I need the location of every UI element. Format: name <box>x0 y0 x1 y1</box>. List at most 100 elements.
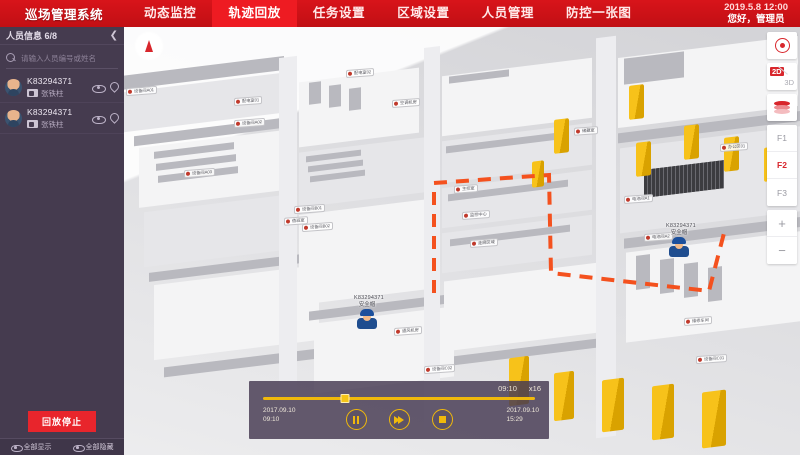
room-label-text: 储藏室 <box>582 127 595 134</box>
playback-start-date: 2017.09.10 <box>263 407 296 414</box>
search-box[interactable] <box>6 48 118 69</box>
pause-button[interactable] <box>345 409 367 430</box>
machine-unit <box>636 141 651 177</box>
layers-button[interactable] <box>767 94 797 121</box>
location-pin-icon[interactable] <box>107 81 119 93</box>
room-label-text: 设备间C02 <box>432 365 453 372</box>
person-name: 张铁柱 <box>41 88 64 98</box>
marker-dot-icon <box>394 101 398 106</box>
location-pin-icon[interactable] <box>107 112 119 124</box>
map-corridor <box>596 35 616 439</box>
current-datetime: 2019.5.8 12:00 <box>724 1 788 13</box>
room-label-text: 配电室02 <box>354 69 372 76</box>
helmet-icon <box>360 309 374 316</box>
compass-button[interactable] <box>767 32 797 59</box>
playback-start-time: 2017.09.10 09:10 <box>263 407 296 424</box>
playback-control-bar: 09:10 x16 2017.09.10 09:10 2017.09.10 15… <box>249 381 549 439</box>
eye-slash-icon <box>72 442 85 452</box>
playback-start-clock: 09:10 <box>263 415 280 423</box>
person-id: K83294371 <box>27 106 73 117</box>
machine-unit <box>702 389 726 449</box>
main-nav: 动态监控 轨迹回放 任务设置 区域设置 人员管理 防控一张图 <box>128 0 724 27</box>
floor-button-f2[interactable]: F2 <box>767 152 797 179</box>
floor-selector: F1 F2 F3 <box>767 125 797 206</box>
person-marker-id: K83294371 <box>354 295 384 301</box>
north-arrow-icon <box>134 31 164 61</box>
marker-dot-icon <box>576 129 580 134</box>
show-all-label: 全部显示 <box>23 444 52 451</box>
marker-dot-icon <box>464 213 468 218</box>
eye-icon[interactable] <box>92 81 106 93</box>
room-label-text: 维修车间 <box>692 317 709 324</box>
stop-button[interactable] <box>431 409 453 430</box>
map-structure <box>349 87 361 111</box>
zoom-in-button[interactable]: + <box>767 210 797 237</box>
view-3d-label: 3D <box>784 77 794 87</box>
nav-item-task-settings[interactable]: 任务设置 <box>312 6 366 20</box>
room-label[interactable]: 储藏室 <box>574 126 598 136</box>
marker-dot-icon <box>304 225 308 230</box>
nav-item-area-settings[interactable]: 区域设置 <box>397 6 450 20</box>
room-label-text: 电池间A1 <box>632 195 650 202</box>
person-marker[interactable]: K83294371 安全帽 <box>354 295 384 329</box>
marker-dot-icon <box>626 197 630 202</box>
person-marker[interactable]: K83294371 安全帽 <box>666 223 696 257</box>
map-structure <box>329 84 341 108</box>
person-meta: 张铁柱 <box>27 88 92 99</box>
playback-stop-button[interactable]: 回放停止 <box>27 411 96 432</box>
eye-icon[interactable] <box>92 112 106 124</box>
machine-unit <box>629 84 644 120</box>
person-marker-id: K83294371 <box>666 223 696 229</box>
room-label[interactable]: 值班室 <box>284 216 308 226</box>
marker-dot-icon <box>722 145 726 150</box>
floor-button-f1[interactable]: F1 <box>767 125 797 152</box>
marker-dot-icon <box>396 329 400 334</box>
fast-forward-button[interactable] <box>388 409 410 430</box>
room-label-text: 空调机房 <box>400 99 417 106</box>
floor-button-f3[interactable]: F3 <box>767 179 797 206</box>
list-item[interactable]: K83294371 张铁柱 <box>0 72 124 103</box>
stop-icon <box>438 416 446 423</box>
room-label[interactable]: 主控室 <box>454 184 478 194</box>
user-info-box: 2019.5.8 12:00 您好，管理员 <box>724 2 800 26</box>
search-input[interactable] <box>21 53 118 63</box>
room-label-text: 设备间B02 <box>310 223 331 230</box>
person-avatar-3d <box>356 308 378 329</box>
machine-unit <box>652 383 674 441</box>
marker-dot-icon <box>472 241 476 246</box>
avatar <box>5 109 22 127</box>
room-label-text: 设备间A02 <box>242 119 263 126</box>
layers-icon <box>774 101 790 114</box>
sidebar-title: 人员信息 6/8 <box>6 29 110 42</box>
view-mode-toggle[interactable]: 2D 3D <box>767 63 797 90</box>
machine-unit <box>554 118 569 154</box>
chevron-left-icon[interactable]: ❮ <box>109 30 118 41</box>
map-structure <box>299 199 429 305</box>
list-item[interactable]: K83294371 张铁柱 <box>0 103 124 134</box>
room-label-text: 走廊区域 <box>478 239 495 246</box>
nav-item-prevention-map[interactable]: 防控一张图 <box>566 6 632 20</box>
zoom-out-button[interactable]: − <box>767 237 797 264</box>
nav-item-dynamic-monitor[interactable]: 动态监控 <box>144 6 197 20</box>
show-all-button[interactable]: 全部显示 <box>0 442 62 452</box>
sidebar-count: 6/8 <box>44 31 58 41</box>
nav-item-track-playback[interactable]: 轨迹回放 <box>212 0 297 27</box>
sidebar-header: 人员信息 6/8 ❮ <box>0 27 124 45</box>
search-icon <box>6 52 17 64</box>
eye-icon <box>10 442 23 452</box>
personnel-sidebar: 人员信息 6/8 ❮ K83294371 张铁柱 K83294371 <box>0 27 124 455</box>
playback-progress-slider[interactable] <box>263 393 535 403</box>
marker-dot-icon <box>286 219 290 224</box>
playback-speed[interactable]: x16 <box>528 384 541 393</box>
hide-all-button[interactable]: 全部隐藏 <box>62 442 124 452</box>
user-greeting[interactable]: 您好，管理员 <box>727 13 785 25</box>
playback-slider-thumb[interactable] <box>340 393 350 403</box>
map-corridor <box>279 55 297 409</box>
nav-item-personnel-management[interactable]: 人员管理 <box>481 6 535 20</box>
tag-icon <box>27 120 38 128</box>
map-toolbar: 2D 3D F1 F2 F3 + − <box>767 32 797 264</box>
view-2d-label: 2D <box>770 66 784 76</box>
marker-dot-icon <box>236 121 240 126</box>
room-label-text: 办公区01 <box>728 143 746 150</box>
person-info: K83294371 张铁柱 <box>27 76 92 99</box>
